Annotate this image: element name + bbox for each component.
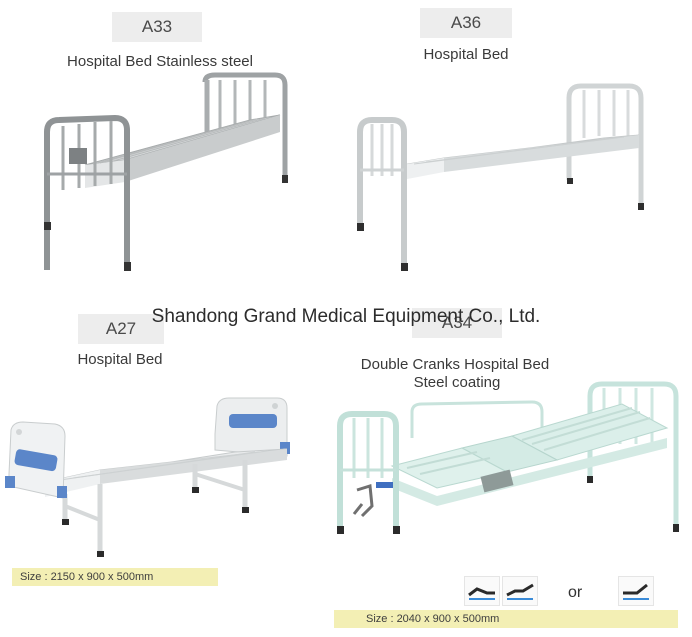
or-label: or bbox=[568, 584, 583, 601]
product-panel-a34: A34 Double Cranks Hospital Bed Steel coa… bbox=[330, 300, 692, 637]
size-label: Size : 2040 x 900 x 500mm bbox=[334, 610, 678, 628]
product-code-tag: A34 bbox=[412, 308, 502, 338]
product-caption-line-1: Double Cranks Hospital Bed bbox=[360, 356, 550, 373]
back-raised-position-icon bbox=[618, 576, 654, 606]
white-bed-image bbox=[357, 83, 644, 271]
raised-position-icon bbox=[502, 576, 538, 606]
product-panel-a36: A36 Hospital Bed bbox=[346, 0, 692, 290]
product-caption: Hospital Bed bbox=[423, 46, 509, 63]
product-caption: Hospital Bed bbox=[77, 351, 163, 368]
product-caption-line-2: Steel coating bbox=[413, 374, 501, 391]
flat-position-icon bbox=[464, 576, 500, 606]
product-code-tag: A36 bbox=[420, 8, 512, 38]
company-watermark: Shandong Grand Medical Equipment Co., Lt… bbox=[151, 306, 541, 327]
stainless-bed-image bbox=[44, 72, 288, 271]
double-crank-bed-image bbox=[337, 381, 679, 534]
product-panel-a33: A33 Hospital Bed Stainless steel bbox=[0, 0, 346, 290]
abs-panel-bed-image bbox=[5, 397, 290, 557]
product-caption: Hospital Bed Stainless steel bbox=[67, 53, 253, 70]
size-label: Size : 2150 x 900 x 500mm bbox=[12, 568, 218, 586]
product-code-tag: A27 bbox=[78, 314, 164, 344]
product-panel-a27: A27 Hospital Bed Size : 2150 x 900 x 500… bbox=[0, 300, 330, 637]
product-code-tag: A33 bbox=[112, 12, 202, 42]
